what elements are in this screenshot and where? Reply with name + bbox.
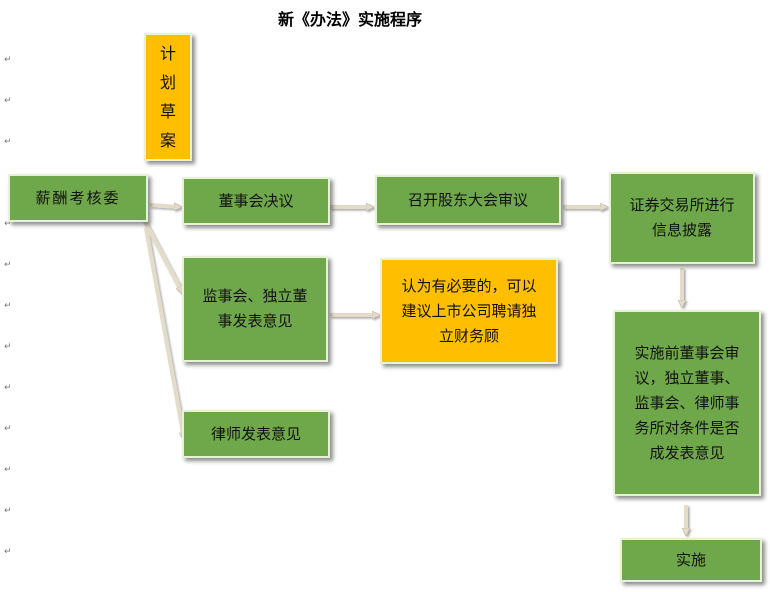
node-label: 认为有必要的，可以建议上市公司聘请独立财务顾: [401, 276, 537, 345]
node-plan-draft: 计 划 草 案: [144, 33, 192, 161]
paragraph-mark: ↵: [4, 465, 12, 475]
arrow-salary-to-board: [149, 205, 180, 207]
node-supervisors-opinion: 监事会、独立董事发表意见: [182, 256, 328, 362]
arrow-salary-to-supervisors: [143, 221, 184, 292]
paragraph-mark: ↵: [4, 260, 12, 270]
paragraph-mark: ↵: [4, 342, 12, 352]
paragraph-mark: ↵: [4, 137, 12, 147]
plan-draft-char: 案: [159, 131, 176, 150]
plan-draft-char: 草: [159, 102, 176, 121]
paragraph-mark: ↵: [4, 506, 12, 516]
node-stock-exchange: 证券交易所进行信息披露: [609, 172, 755, 264]
page-title: 新《办法》实施程序: [277, 10, 422, 29]
paragraph-mark: ↵: [4, 424, 12, 434]
plan-draft-char: 计: [159, 44, 176, 63]
node-label: 实施: [675, 550, 706, 569]
paragraph-mark: ↵: [4, 219, 12, 229]
node-lawyer-opinion: 律师发表意见: [182, 410, 330, 458]
node-label: 监事会、独立董事发表意见: [202, 287, 308, 330]
arrow-salary-to-lawyer: [144, 227, 184, 438]
paragraph-mark: ↵: [4, 383, 12, 393]
paragraph-mark: ↵: [4, 301, 12, 311]
paragraph-mark: ↵: [4, 96, 12, 106]
plan-draft-char: 划: [159, 73, 176, 92]
node-label: 律师发表意见: [210, 424, 301, 443]
node-board-resolution: 董事会决议: [182, 177, 330, 225]
node-shareholders-meeting: 召开股东大会审议: [375, 175, 561, 225]
node-implementation: 实施: [620, 538, 762, 582]
node-label: 实施前董事会审议，独立董事、监事会、律师事务所对条件是否成发表意见: [634, 343, 740, 462]
paragraph-mark: ↵: [4, 547, 12, 557]
node-label: 薪酬考核委: [35, 188, 121, 207]
node-independent-advisor: 认为有必要的，可以建议上市公司聘请独立财务顾: [380, 258, 558, 364]
node-label: 证券交易所进行信息披露: [629, 196, 735, 239]
node-salary-committee: 薪酬考核委: [8, 174, 148, 222]
node-pre-implementation-review: 实施前董事会审议，独立董事、监事会、律师事务所对条件是否成发表意见: [613, 310, 761, 496]
paragraph-mark: ↵: [4, 55, 12, 65]
node-label: 召开股东大会审议: [407, 190, 528, 209]
node-label: 董事会决议: [218, 191, 294, 210]
